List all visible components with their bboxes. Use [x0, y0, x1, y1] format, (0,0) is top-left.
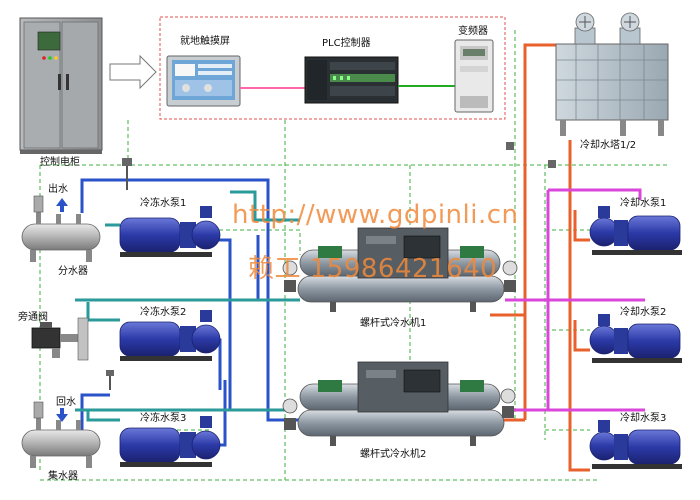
touchscreen-device	[166, 55, 241, 107]
cooling-pump-3-label: 冷却水泵3	[620, 413, 667, 424]
control-cabinet	[19, 17, 103, 154]
collector-tank	[21, 401, 101, 468]
temperature-sensor	[106, 158, 132, 390]
return-water-label: 回水	[56, 397, 76, 408]
inverter-device	[454, 39, 494, 113]
cooling-water-pipes	[490, 43, 590, 472]
distributor-tank	[21, 195, 101, 262]
chilled-pump-2-label: 冷冻水泵2	[140, 307, 187, 318]
chilled-pump-1-label: 冷冻水泵1	[140, 198, 187, 209]
chilled-pump-1	[119, 206, 221, 257]
cooling-pump-3	[589, 420, 682, 469]
chiller-2-label: 螺杆式冷水机2	[360, 449, 427, 460]
collector-label: 集水器	[48, 471, 78, 482]
cooling-tower	[555, 12, 669, 136]
watermark-url: http://www.gdpinli.cn	[232, 200, 519, 230]
chilled-pump-2	[119, 310, 221, 361]
plc-device	[304, 56, 399, 104]
cooling-pump-1-label: 冷却水泵1	[620, 198, 667, 209]
outlet-arrow-icon	[56, 198, 68, 212]
cooling-tower-pipes	[505, 188, 645, 412]
touchscreen-label: 就地触摸屏	[180, 36, 230, 47]
watermark-contact: 赖工 15986421640	[248, 254, 498, 284]
chilled-pump-3-label: 冷冻水泵3	[140, 413, 187, 424]
motorized-valves	[282, 142, 556, 430]
cooling-pump-2-label: 冷却水泵2	[620, 307, 667, 318]
inverter-label: 变频器	[458, 26, 488, 37]
bypass-valve	[31, 317, 89, 361]
cooling-pump-2	[589, 314, 682, 363]
outlet-label: 出水	[48, 184, 68, 195]
cooling-tower-label: 冷却水塔1/2	[580, 140, 637, 151]
chilled-pump-3	[119, 416, 221, 467]
cooling-pump-1	[589, 206, 682, 255]
chiller-1	[297, 227, 505, 312]
bypass-valve-label: 旁通阀	[18, 312, 48, 323]
link-arrow	[109, 54, 157, 90]
chiller-1-label: 螺杆式冷水机1	[360, 318, 427, 329]
distributor-label: 分水器	[58, 266, 88, 277]
return-arrow-icon	[56, 408, 68, 422]
chiller-2	[297, 361, 505, 446]
plc-label: PLC控制器	[322, 38, 371, 49]
control-cabinet-label: 控制电柜	[40, 157, 80, 168]
